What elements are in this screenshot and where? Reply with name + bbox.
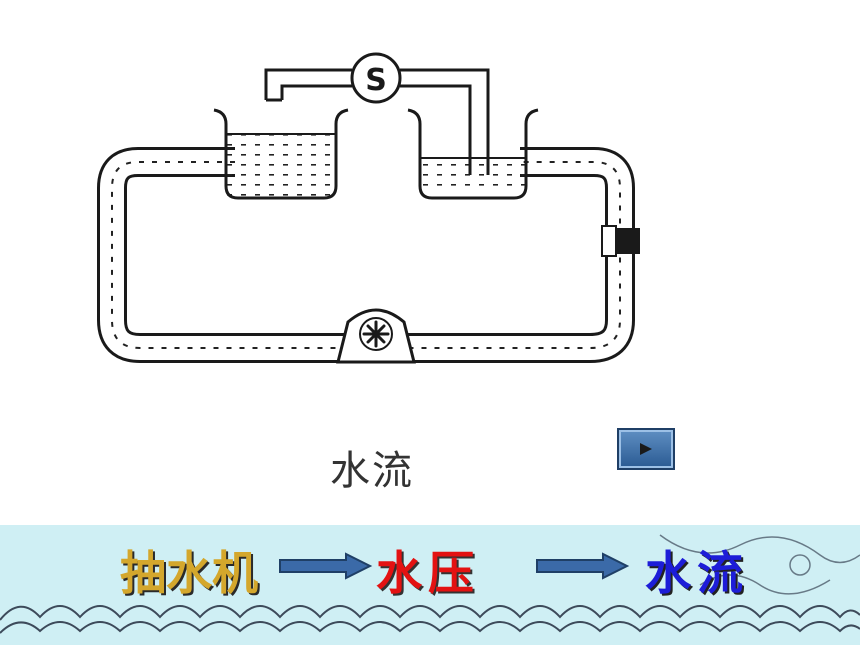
wave-decoration <box>0 534 860 634</box>
play-button[interactable] <box>617 428 675 470</box>
arrow-icon <box>536 552 630 580</box>
play-icon <box>640 443 652 455</box>
water-circuit-diagram: S <box>97 52 640 364</box>
valve <box>601 225 640 257</box>
flow-step-pressure: 水压 <box>376 546 480 600</box>
flow-band: 抽水机 水压 水流 <box>0 525 860 645</box>
flow-step-current: 水流 <box>645 546 749 600</box>
left-beaker <box>213 108 349 200</box>
right-beaker <box>407 108 539 200</box>
svg-text:S: S <box>365 63 387 98</box>
pump-icon <box>336 308 416 364</box>
arrow-icon <box>279 552 373 580</box>
diagram-caption: 水流 <box>330 448 414 494</box>
flow-step-pump: 抽水机 <box>120 546 258 600</box>
top-tube <box>264 68 490 175</box>
turbine-icon: S <box>350 52 402 104</box>
